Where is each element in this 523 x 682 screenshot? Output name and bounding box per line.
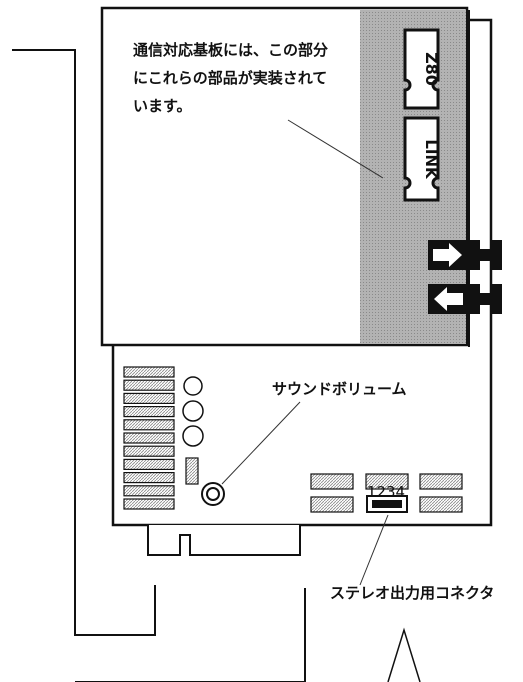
heatsink-fin	[123, 432, 175, 444]
small-component	[185, 457, 199, 485]
heatsink-fin	[123, 472, 175, 484]
chip-link: LINK	[403, 116, 440, 202]
heatsink-fin	[123, 406, 175, 418]
volume-leader	[221, 401, 301, 485]
sound-volume-label: サウンドボリューム	[272, 380, 407, 398]
arrow-in-icon	[428, 240, 468, 270]
annotation-text: 通信対応基板には、この部分 にこれらの部品が実装されて います。	[133, 36, 328, 120]
jack-bottom-icon	[470, 284, 502, 314]
stereo-connector-label: ステレオ出力用コネクタ	[330, 584, 495, 602]
heatsink-fin	[123, 485, 175, 497]
heatsink-fin	[123, 458, 175, 470]
annotation-leader	[287, 119, 384, 179]
heatsink-fin	[123, 445, 175, 457]
bracket-line-top	[12, 49, 156, 636]
heatsink	[123, 366, 175, 510]
stereo-connector: 1234	[366, 483, 408, 513]
annotation-line-2: にこれらの部品が実装されて	[133, 69, 328, 87]
pin-label: 1234	[367, 483, 405, 501]
annotation-line-3: います。	[133, 97, 192, 115]
volume-knob-icon	[201, 482, 225, 506]
connector-blocks	[310, 473, 463, 513]
heatsink-fin	[123, 379, 175, 391]
pointer-triangle	[387, 627, 421, 682]
bracket-line-bottom	[75, 588, 306, 682]
chip-z80-label: Z80	[422, 52, 441, 86]
heatsink-fin	[123, 366, 175, 378]
heatsink-fin	[123, 392, 175, 404]
heatsink-fin	[123, 498, 175, 510]
edge-connector	[147, 525, 301, 556]
capacitors	[182, 376, 204, 447]
arrow-out-icon	[428, 284, 468, 314]
stereo-leader	[359, 514, 389, 586]
jack-top-icon	[470, 240, 502, 270]
chip-link-label: LINK	[422, 139, 440, 180]
annotation-line-1: 通信対応基板には、この部分	[133, 41, 329, 59]
chip-z80: Z80	[403, 28, 441, 110]
heatsink-fin	[123, 419, 175, 431]
